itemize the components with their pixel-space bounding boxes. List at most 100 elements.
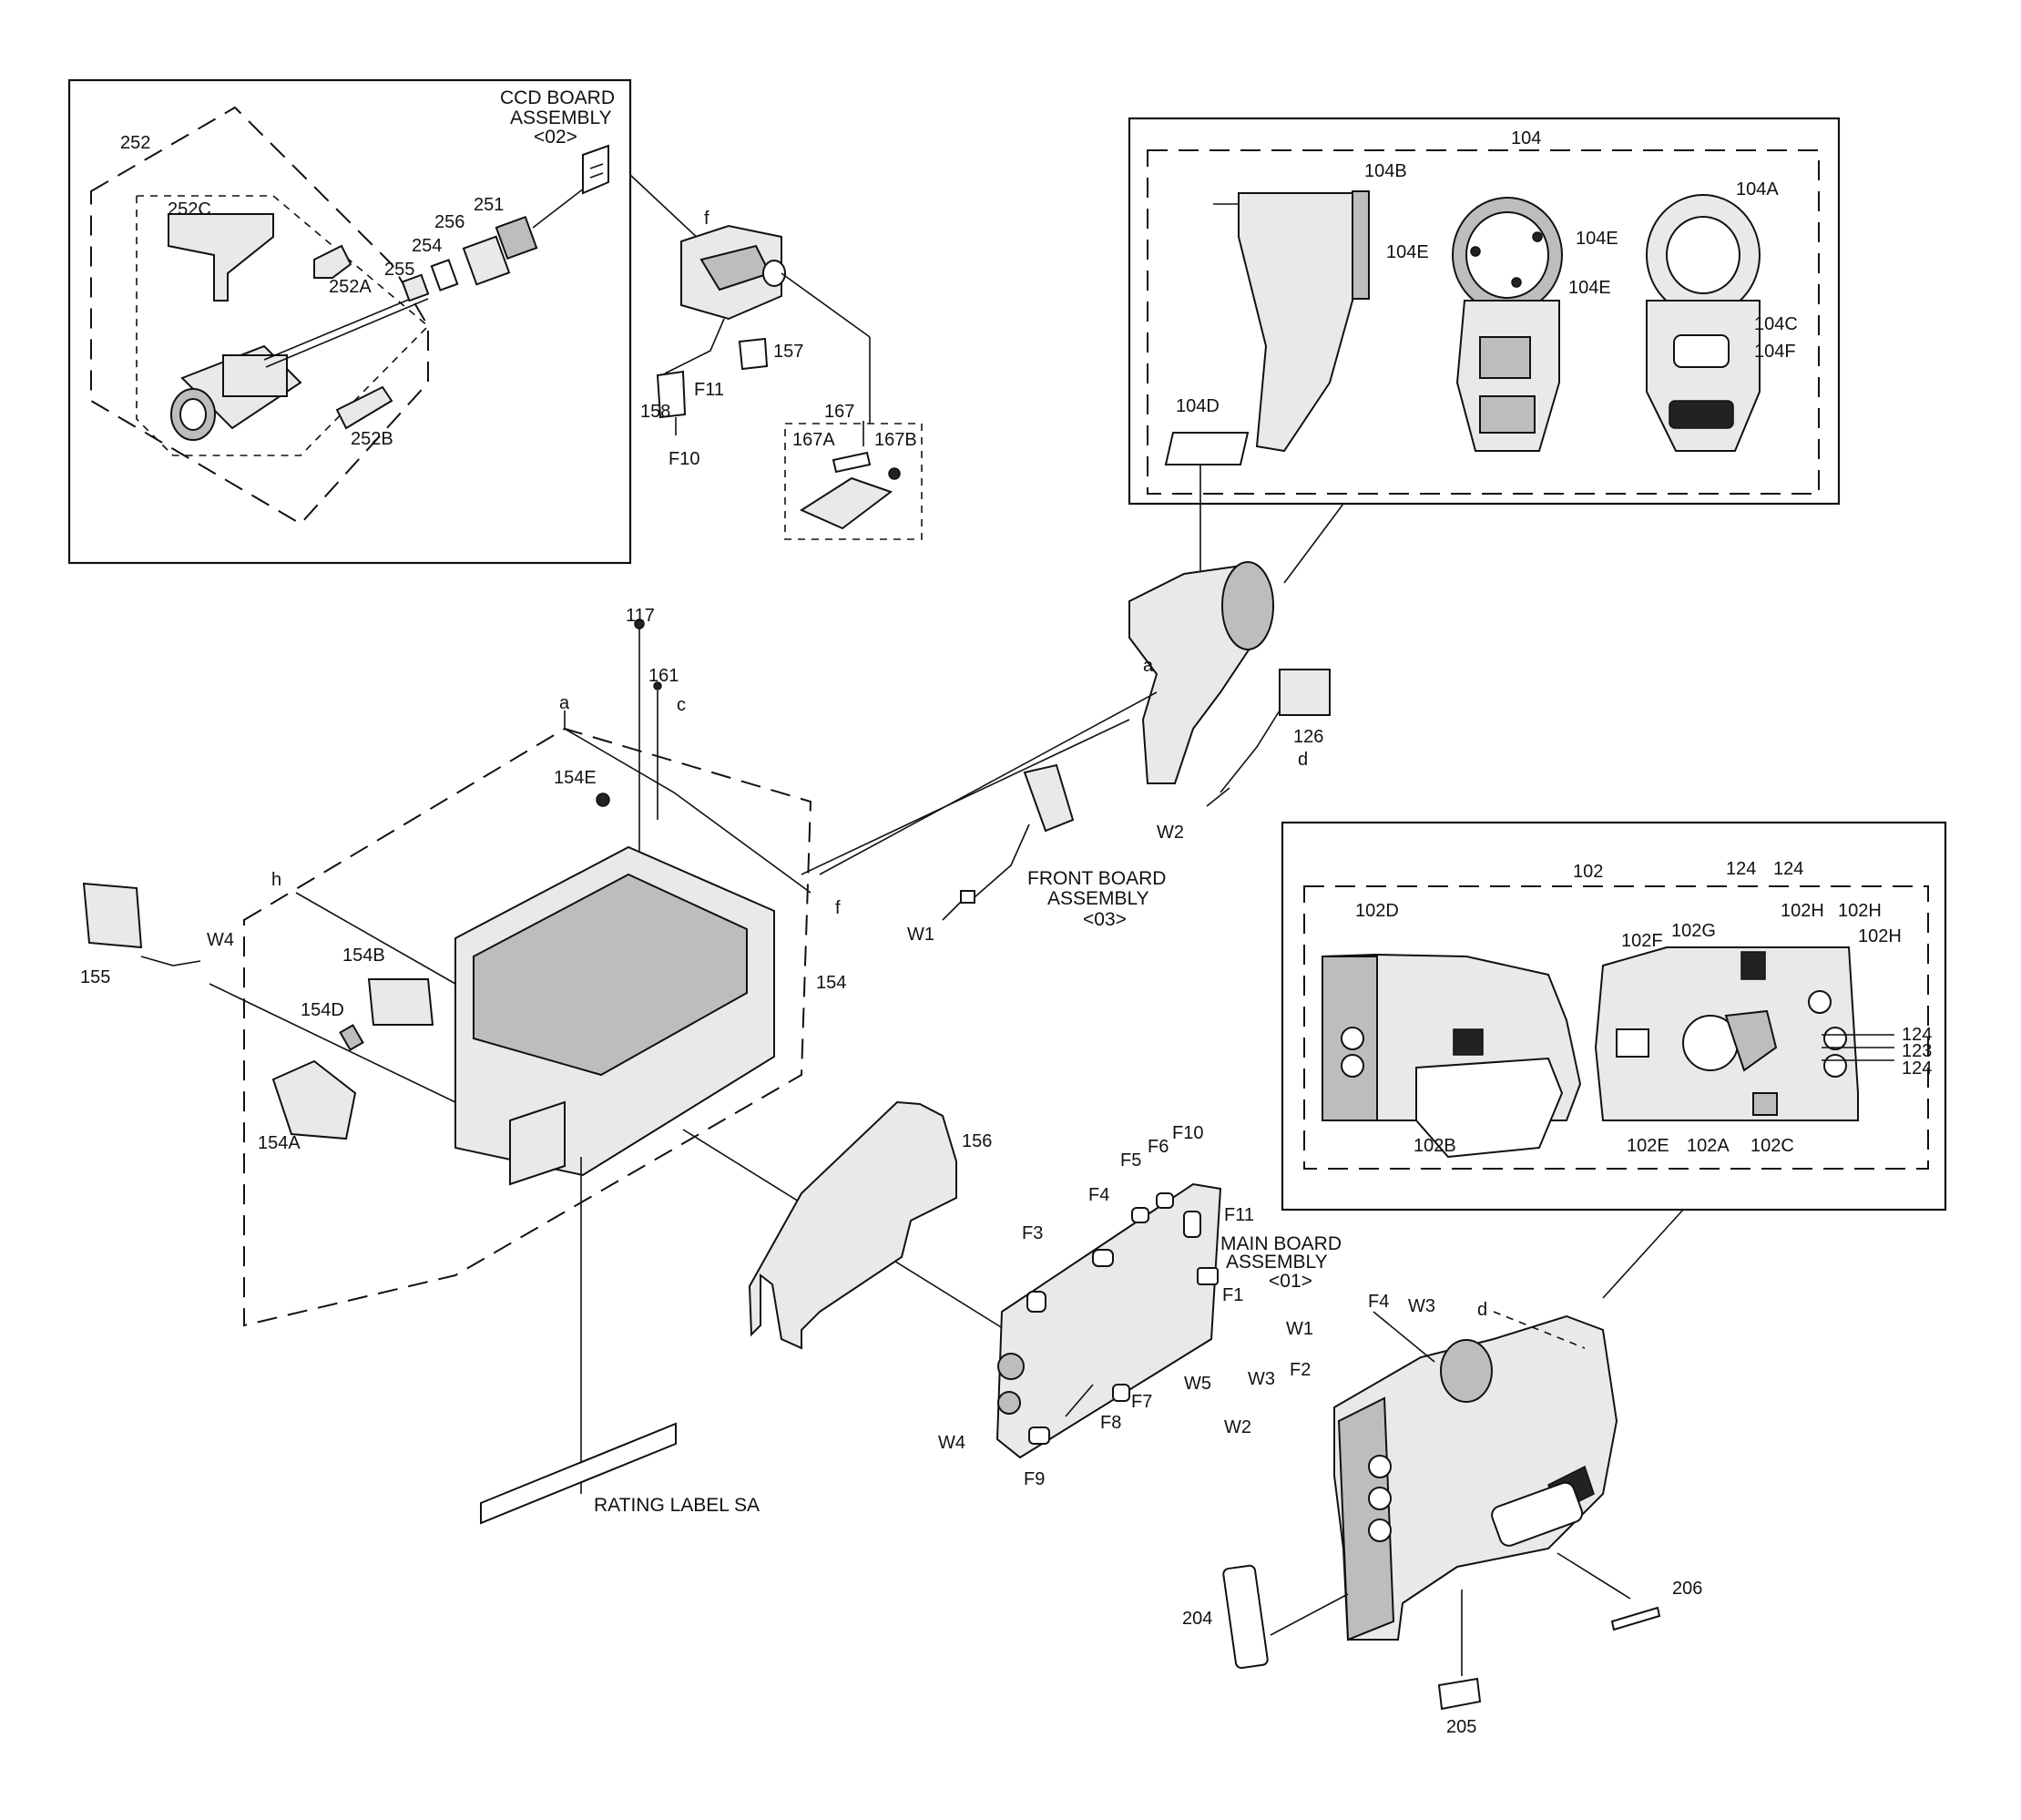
callout-167B: 167B [874,430,917,450]
part-251 [495,215,538,261]
callout-154B: 154B [342,946,385,966]
callout-205: 205 [1446,1717,1476,1737]
callout-W2-front: W2 [1157,823,1184,843]
callout-104: 104 [1511,128,1541,148]
callout-123: 123 [1902,1041,1932,1061]
callout-a-front: a [1143,656,1154,676]
callout-154E: 154E [554,768,597,788]
callout-252A: 252A [329,277,372,297]
main-board-label-1: MAIN BOARD [1220,1233,1342,1254]
part-104F [1673,334,1730,368]
callout-F10-top: F10 [669,449,699,469]
part-154B [367,978,434,1026]
part-124-top [1740,951,1766,980]
callout-W3-right: W3 [1408,1296,1435,1316]
ccd-inset-frame [67,78,632,565]
callout-102: 102 [1573,862,1603,882]
front-cover-inset [1128,117,1841,619]
callout-124-3: 124 [1902,1025,1932,1045]
lens-inner-boundary [136,195,430,456]
part-158 [656,370,687,419]
front-cover-inset-frame [1128,117,1841,506]
part-154A [271,1059,357,1140]
part-167-frame [784,423,923,540]
callout-F9: F9 [1024,1469,1045,1489]
callout-102H-3: 102H [1858,926,1902,946]
main-board-label-3: <01> [1269,1271,1312,1292]
screw-117 [634,619,645,629]
callout-F7: F7 [1131,1392,1152,1412]
side-cover-inset-frame [1281,821,1947,1212]
callout-254: 254 [412,236,442,256]
callout-102F: 102F [1621,931,1663,951]
part-102C [1752,1092,1778,1116]
main-board-connectors [997,1192,1219,1445]
callout-F6: F6 [1148,1137,1169,1157]
callout-102G: 102G [1671,921,1716,941]
front-assembly [819,561,1331,921]
callout-206: 206 [1672,1579,1702,1599]
part-157 [738,337,769,371]
callout-104E-3: 104E [1568,278,1611,298]
callout-252B: 252B [351,429,393,449]
callout-157: 157 [773,342,803,362]
callout-124-1: 124 [1726,859,1756,879]
part-155 [82,882,143,949]
callout-102H-2: 102H [1838,901,1882,921]
callout-154: 154 [816,973,846,993]
callout-F1: F1 [1222,1285,1243,1305]
callout-161: 161 [648,666,679,686]
part-102-boundary [1303,885,1929,1170]
part-104E-point-3 [1511,277,1522,288]
callout-155: 155 [80,967,110,987]
ccd-board-label-2: ASSEMBLY [510,107,612,128]
part-252B [335,385,393,430]
callout-102E: 102E [1627,1136,1669,1156]
callout-W1: W1 [1286,1319,1313,1339]
main-board-group [748,1100,1222,1459]
callout-252C: 252C [168,199,211,220]
front-board-label-1: FRONT BOARD [1027,868,1166,889]
front-board-part [1023,763,1075,833]
callout-F3: F3 [1022,1223,1043,1243]
part-255 [401,273,430,302]
callout-f-top: f [704,209,709,229]
part-156-shield [748,1100,957,1350]
callout-d-right: d [1477,1300,1487,1320]
callout-F8: F8 [1100,1413,1121,1433]
callout-F2: F2 [1290,1360,1311,1380]
callout-104C: 104C [1754,314,1798,334]
callout-W4-left: W4 [207,930,234,950]
callout-W4: W4 [938,1433,965,1453]
callout-117: 117 [626,606,655,626]
callout-251: 251 [474,195,504,215]
callout-204: 204 [1182,1609,1212,1629]
part-154E [596,792,610,807]
screw-161 [653,681,662,690]
callout-256: 256 [434,212,464,232]
part-167-plate [799,476,893,530]
ccd-board-label-3: <02> [534,127,577,148]
callout-255: 255 [384,260,414,280]
callout-102H-1: 102H [1781,901,1824,921]
callout-154A: 154A [258,1133,301,1153]
callout-f-chassis: f [835,898,841,918]
callout-d-front: d [1298,750,1308,770]
callout-W3: W3 [1248,1369,1275,1389]
callout-W1-front: W1 [907,925,934,945]
callout-F5: F5 [1120,1150,1141,1171]
callout-154D: 154D [301,1000,344,1020]
side-cover-inset [1281,821,1947,1299]
callout-h: h [271,870,281,890]
callout-W5: W5 [1184,1374,1211,1394]
callout-W2: W2 [1224,1417,1251,1437]
callout-104B: 104B [1364,161,1407,181]
part-206 [1610,1606,1661,1631]
rating-label-text: RATING LABEL SA [594,1495,760,1516]
part-167A [832,451,872,474]
part-154D [339,1024,364,1051]
ccd-board-part [582,144,609,195]
part-104B [1238,192,1353,453]
callout-124-4: 124 [1902,1058,1932,1079]
main-board-part [995,1182,1222,1459]
